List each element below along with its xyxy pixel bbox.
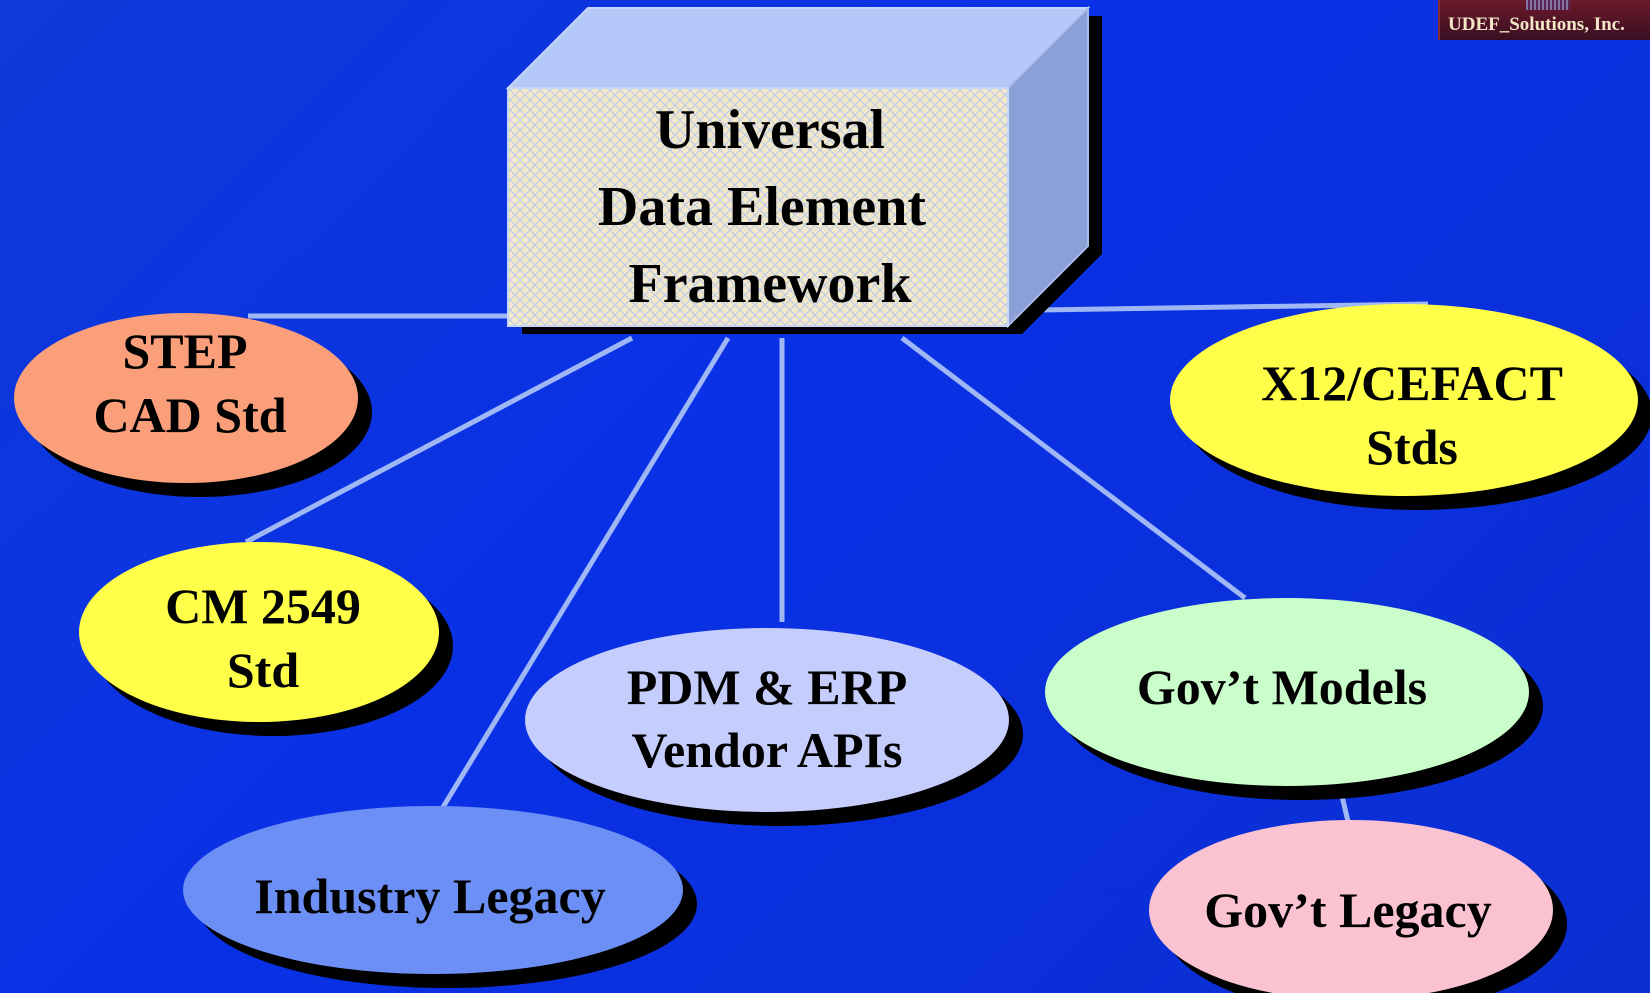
connector-cm-2549	[244, 335, 634, 545]
node-step-cad-std-line-1: STEP	[122, 323, 247, 379]
node-govt-models-line-1: Gov’t Models	[1137, 659, 1427, 715]
node-cm-2549-std-ellipse	[79, 542, 439, 722]
center-box-title-line-1: Universal	[655, 99, 885, 161]
node-pdm-erp-vendor-apis-line-2: Vendor APIs	[632, 722, 903, 778]
node-x12-cefact-stds: X12/CEFACT Stds	[1170, 304, 1650, 510]
node-govt-models: Gov’t Models	[1045, 598, 1543, 800]
node-pdm-erp-vendor-apis-ellipse	[525, 628, 1009, 812]
node-industry-legacy: Industry Legacy	[183, 806, 697, 988]
brand-label: UDEF_Solutions, Inc.	[1448, 14, 1625, 35]
node-pdm-erp-vendor-apis-line-1: PDM & ERP	[627, 659, 908, 715]
node-govt-legacy-ellipse	[1149, 820, 1553, 993]
brand-logo-stripe	[1526, 0, 1570, 10]
center-box-title-line-3: Framework	[628, 253, 912, 315]
node-industry-legacy-ellipse	[183, 806, 683, 974]
brand-logo: UDEF_Solutions, Inc.	[1438, 0, 1650, 40]
node-x12-cefact-stds-line-2: Stds	[1366, 419, 1458, 475]
node-cm-2549-std-line-2: Std	[227, 642, 299, 698]
node-govt-models-ellipse	[1045, 598, 1529, 786]
center-box-front-face	[507, 87, 1009, 327]
node-govt-legacy: Gov’t Legacy	[1149, 820, 1567, 993]
node-step-cad-std: STEP CAD Std	[14, 313, 372, 497]
connector-industry	[431, 336, 731, 824]
node-govt-legacy-line-1: Gov’t Legacy	[1204, 882, 1491, 938]
node-step-cad-std-ellipse	[14, 313, 358, 483]
node-cm-2549-std-line-1: CM 2549	[165, 578, 361, 634]
node-industry-legacy-line-1: Industry Legacy	[254, 868, 605, 924]
center-box-title-line-2: Data Element	[598, 176, 927, 238]
node-x12-cefact-stds-line-1: X12/CEFACT	[1261, 355, 1563, 411]
center-framework-box: Universal Data Element Framework	[505, 5, 1102, 334]
node-cm-2549-std: CM 2549 Std	[79, 542, 453, 736]
node-step-cad-std-line-2: CAD Std	[93, 387, 286, 443]
center-box-top-face	[505, 7, 1091, 89]
connector-govt-models	[900, 336, 1247, 600]
connector-lines	[244, 301, 1429, 831]
node-x12-cefact-stds-ellipse	[1170, 304, 1638, 496]
connector-x12	[1039, 301, 1429, 313]
node-pdm-erp-vendor-apis: PDM & ERP Vendor APIs	[525, 628, 1023, 826]
